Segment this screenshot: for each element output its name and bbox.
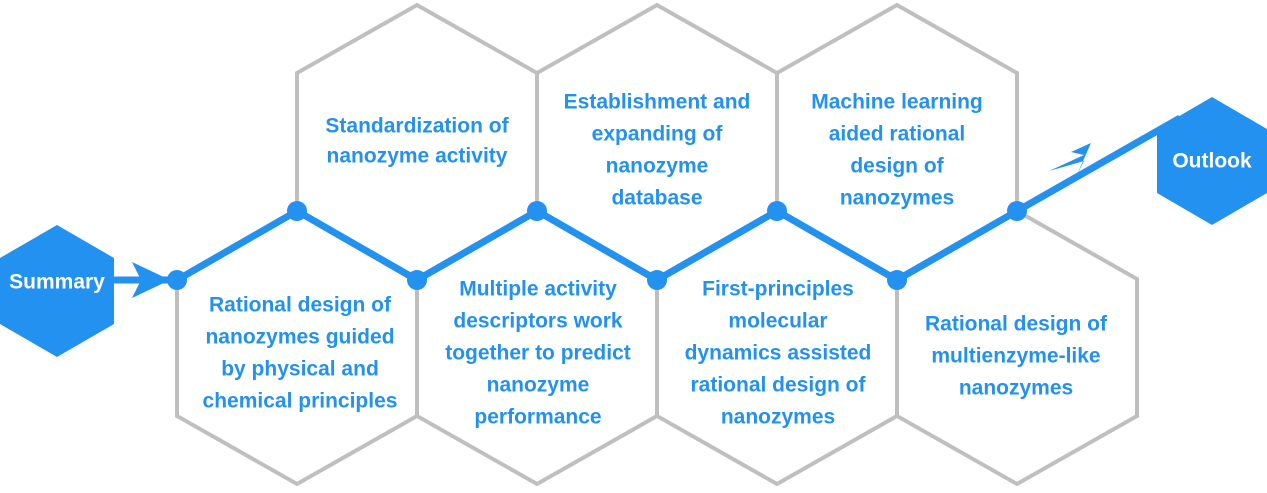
flow-connector (114, 114, 1182, 298)
hex-text-line: Establishment and (564, 91, 751, 114)
hex-text-line: multienzyme-like (931, 345, 1100, 368)
hex-text-line: nanozymes (959, 377, 1073, 400)
hexagon-label-activity-descriptors: Multiple activity descriptors work toget… (445, 278, 631, 429)
flow-node-7[interactable] (887, 270, 907, 290)
hex-text-line: descriptors work (453, 310, 623, 333)
hexagon-label-database: Establishment and expanding of nanozyme … (564, 91, 751, 210)
arrow-into-outlook-icon (1049, 143, 1091, 177)
flow-node-1[interactable] (167, 270, 187, 290)
flow-node-5[interactable] (647, 270, 667, 290)
hex-text-line: by physical and (221, 358, 379, 381)
flow-node-3[interactable] (407, 270, 427, 290)
hex-text-line: chemical principles (203, 390, 398, 413)
hex-text-line: aided rational (829, 123, 966, 146)
hex-text-line: nanozymes (840, 187, 954, 210)
hex-text-line: nanozyme activity (327, 145, 508, 168)
flow-node-4[interactable] (527, 201, 547, 221)
flow-node-6[interactable] (767, 201, 787, 221)
hex-text-line: nanozymes (721, 406, 835, 429)
hex-text-line: molecular (728, 310, 827, 333)
flow-node-8[interactable] (1007, 201, 1027, 221)
hex-text-line: nanozyme (606, 155, 709, 178)
hex-text-line: Machine learning (811, 91, 983, 114)
summary-label: Summary (9, 271, 105, 294)
hexagon-label-rational-design-principles: Rational design of nanozymes guided by p… (203, 294, 398, 413)
hex-text-line: Multiple activity (459, 278, 617, 301)
hex-text-line: performance (474, 406, 601, 429)
hexagon-label-standardization: Standardization of nanozyme activity (325, 115, 509, 168)
hex-text-line: First-principles (702, 278, 854, 301)
hex-text-line: together to predict (445, 342, 631, 365)
hex-text-line: database (611, 187, 702, 210)
outlook-hexagon[interactable] (1157, 97, 1267, 225)
hex-text-line: rational design of (690, 374, 866, 397)
flow-node-2[interactable] (287, 201, 307, 221)
hexagon-label-multienzyme-like: Rational design of multienzyme-like nano… (925, 313, 1108, 400)
hex-text-line: Standardization of (325, 115, 509, 138)
hexagon-label-machine-learning: Machine learning aided rational design o… (811, 91, 983, 210)
summary-hexagon[interactable] (0, 225, 114, 357)
hex-text-line: Rational design of (925, 313, 1108, 336)
top-row-hexagons (295, 2, 1019, 281)
hex-text-line: expanding of (592, 123, 724, 146)
hex-text-line: dynamics assisted (685, 342, 872, 365)
flow-polyline (114, 114, 1182, 284)
hexagon-label-first-principles-md: First-principles molecular dynamics assi… (685, 278, 872, 429)
hex-text-line: design of (850, 155, 944, 178)
outlook-label: Outlook (1172, 150, 1252, 173)
hex-text-line: nanozyme (487, 374, 590, 397)
hex-text-line: Rational design of (209, 294, 392, 317)
hex-text-line: nanozymes guided (205, 326, 394, 349)
arrow-into-first-node-icon (132, 262, 170, 298)
